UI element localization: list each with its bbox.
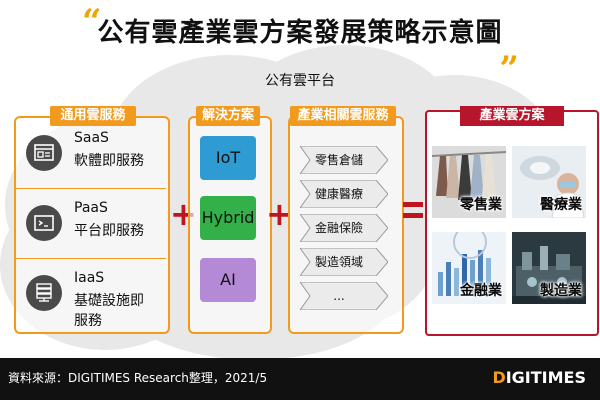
solution-ai: AI xyxy=(200,258,256,302)
service-description: 平台即服務 xyxy=(74,223,144,239)
industry-cloud-header: 產業雲方案 xyxy=(460,106,564,126)
solutions-header: 解決方案 xyxy=(196,106,260,126)
cloud-platform-label: 公有雲平台 xyxy=(265,73,335,89)
service-paas: PaaS 平台即服務 xyxy=(14,196,154,252)
terminal-icon xyxy=(26,205,62,241)
service-name: IaaS xyxy=(74,270,105,286)
industry-service-label: ... xyxy=(333,289,345,303)
manufacturing-image xyxy=(512,232,586,304)
service-divider xyxy=(14,188,166,189)
footer-bar: 資料來源：DIGITIMES Research整理，2021/5 DIGITIM… xyxy=(0,358,600,400)
tile-finance: 金融業 xyxy=(432,232,506,304)
source-citation: 資料來源：DIGITIMES Research整理，2021/5 xyxy=(8,371,268,385)
service-name: PaaS xyxy=(74,200,108,216)
service-iaas: IaaS 基礎設施即服務 xyxy=(14,266,154,329)
industry-service-more: ... xyxy=(300,282,388,310)
service-description: 軟體即服務 xyxy=(74,153,144,169)
general-services-header: 通用雲服務 xyxy=(50,106,136,126)
medical-image xyxy=(512,146,586,218)
industry-service-label: 零售倉儲 xyxy=(314,153,363,167)
tile-medical: 醫療業 xyxy=(512,146,586,218)
industry-services-header: 產業相關雲服務 xyxy=(290,106,396,126)
industry-service-label: 製造領域 xyxy=(314,255,363,269)
equals-sign xyxy=(403,200,423,220)
tile-label: 醫療業 xyxy=(540,197,582,213)
industry-service-manufacturing: 製造領域 xyxy=(300,248,388,276)
industry-service-health: 健康醫療 xyxy=(300,180,388,208)
industry-service-label: 金融保險 xyxy=(314,221,363,235)
solution-iot: IoT xyxy=(200,136,256,180)
service-divider xyxy=(14,258,166,259)
page-title: 公有雲產業雲方案發展策略示意圖 xyxy=(97,18,503,48)
finance-chart-image xyxy=(432,232,506,304)
closing-quote-mark: „ xyxy=(500,30,520,70)
digitimes-logo: DIGITIMES xyxy=(492,368,586,387)
service-name: SaaS xyxy=(74,130,109,146)
industry-service-retail: 零售倉儲 xyxy=(300,146,388,174)
server-icon xyxy=(26,275,62,311)
industry-service-finance: 金融保險 xyxy=(300,214,388,242)
industry-service-label: 健康醫療 xyxy=(314,187,363,201)
tile-label: 零售業 xyxy=(460,197,502,213)
tile-label: 製造業 xyxy=(540,283,582,299)
solution-hybrid: Hybrid xyxy=(200,196,256,240)
opening-quote-mark: “ xyxy=(82,2,102,42)
tile-manufacturing: 製造業 xyxy=(512,232,586,304)
app-window-icon xyxy=(26,135,62,171)
tile-retail: 零售業 xyxy=(432,146,506,218)
service-description: 基礎設施即服務 xyxy=(74,293,144,329)
tile-label: 金融業 xyxy=(460,283,502,299)
retail-clothing-image xyxy=(432,146,506,218)
service-saas: SaaS 軟體即服務 xyxy=(14,126,154,182)
